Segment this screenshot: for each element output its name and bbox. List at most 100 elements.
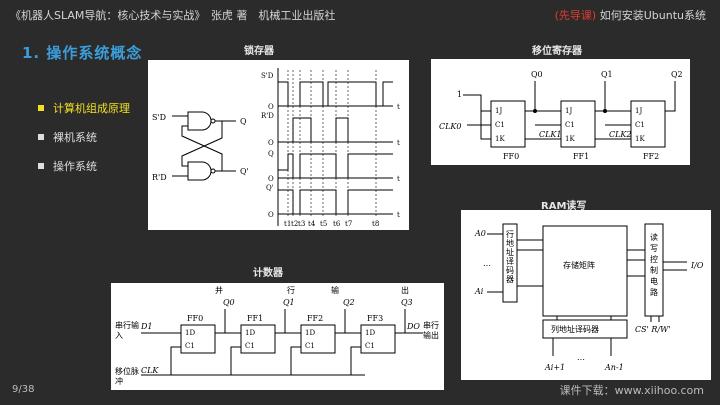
ram-matrix-label: 存储矩阵 [563, 260, 595, 270]
pin-label: C1 [565, 121, 575, 129]
page-number: 9/38 [12, 384, 35, 395]
wave-t: t [397, 211, 400, 219]
pin-label: 1D [365, 329, 375, 337]
counter-top-label: 输 [331, 285, 339, 295]
ram-addr-ai: Ai [474, 287, 484, 296]
wave-label-r: R'D [261, 112, 274, 120]
lesson-tag: (先导课) [554, 9, 597, 22]
lesson-title: 如何安装Ubuntu系统 [599, 9, 706, 22]
shift-output-q1: Q1 [601, 70, 613, 79]
counter-diagram: 并 行 输 出 Q0 Q1 Q2 Q3 FF0 FF1 FF2 FF3 D1 D… [111, 283, 444, 390]
shift-register-diagram: Q0 Q1 Q2 1 CLK0 CLK1 CLK2 FF0 FF1 FF2 1J… [431, 59, 690, 165]
topic-item-bare-metal[interactable]: 裸机系统 [38, 129, 130, 145]
pin-label: C1 [305, 342, 315, 350]
wave-zero: O [268, 139, 274, 147]
shift-clock-2: CLK2 [609, 130, 632, 139]
tick-label: t3 [298, 220, 305, 228]
tick-label: t5 [320, 220, 327, 228]
wave-zero: O [268, 211, 274, 219]
caption-shift-register: 移位寄存器 [532, 46, 582, 57]
topic-list: 计算机组成原理 裸机系统 操作系统 [38, 100, 130, 187]
pin-label: 1D [245, 329, 255, 337]
wave-t: t [397, 175, 400, 183]
ram-row-decoder-label: 行地址译码器 [506, 230, 514, 284]
caption-counter: 计数器 [253, 268, 283, 279]
pin-label: C1 [245, 342, 255, 350]
ram-addr-a0: A0 [474, 229, 486, 238]
download-link[interactable]: 课件下载：www.xiihoo.com [559, 384, 704, 397]
wave-label-qn: Q' [266, 184, 274, 192]
counter-top-label: 并 [215, 285, 223, 295]
ram-rw-label: 读写控制电路 [650, 233, 658, 297]
shift-clock-1: CLK1 [539, 130, 562, 139]
pin-label: C1 [365, 342, 375, 350]
shift-clock-label: CLK0 [439, 122, 462, 131]
bullet-icon [38, 105, 44, 111]
shift-input-one: 1 [457, 90, 462, 99]
latch-output-qn: Q' [240, 167, 249, 176]
counter-top-label: 行 [287, 285, 295, 295]
lesson-topic: (先导课) 如何安装Ubuntu系统 [555, 7, 706, 23]
pin-label: 1J [635, 107, 642, 115]
ram-col-decoder-label: 列地址译码器 [551, 324, 599, 334]
pin-label: C1 [495, 121, 505, 129]
pin-label: 1K [635, 135, 645, 143]
slide-title: 1. 操作系统概念 [22, 44, 143, 62]
wave-t: t [397, 103, 400, 111]
counter-ff2: FF2 [307, 314, 323, 323]
counter-ff0: FF0 [187, 314, 203, 323]
tick-label: t4 [308, 220, 316, 228]
tick-label: t2 [291, 220, 298, 228]
caption-ram: RAM读写 [541, 201, 587, 212]
counter-output-q0: Q0 [223, 298, 235, 307]
wave-label-s: S'D [261, 72, 274, 80]
topic-label: 裸机系统 [53, 131, 97, 144]
bullet-icon [38, 134, 44, 140]
topic-item-operating-system[interactable]: 操作系统 [38, 158, 130, 174]
topic-item-computer-organization[interactable]: 计算机组成原理 [38, 100, 130, 116]
counter-top-label: 出 [401, 285, 409, 295]
bullet-icon [38, 163, 44, 169]
counter-ff3: FF3 [367, 314, 383, 323]
latch-diagram: S'D R'D Q Q' S'D O R'D O Q O Q' O t t t … [148, 60, 409, 230]
wave-zero: O [268, 175, 274, 183]
pin-label: 1D [185, 329, 195, 337]
shift-output-q0: Q0 [531, 70, 543, 79]
shift-ff1: FF1 [573, 152, 589, 161]
pin-label: 1J [495, 107, 502, 115]
shift-ff2: FF2 [643, 152, 659, 161]
book-citation: 《机器人SLAM导航：核心技术与实战》 张虎 著 机械工业出版社 [10, 9, 336, 22]
ram-col-addr-start: Ai+1 [544, 363, 565, 372]
tick-label: t8 [372, 220, 379, 228]
ram-dots: … [483, 259, 491, 268]
counter-ff1: FF1 [247, 314, 263, 323]
tick-label: t7 [345, 220, 352, 228]
ram-diagram: A0 … Ai 存储矩阵 I/O CS' R/W' 列地址译码器 Ai+1 … … [461, 210, 711, 380]
ram-io-label: I/O [690, 261, 704, 270]
wave-t: t [397, 139, 400, 147]
counter-shift-pulse-label: 移位脉冲 [115, 367, 139, 386]
shift-ff0: FF0 [503, 152, 519, 161]
tick-label: t6 [333, 220, 341, 228]
counter-serial-in-label: 串行输入 [115, 321, 139, 340]
wave-label-q: Q [268, 150, 274, 158]
counter-output-d0: DO [406, 322, 420, 331]
wave-zero: O [268, 103, 274, 111]
pin-label: C1 [185, 342, 195, 350]
tick-label: t1 [284, 220, 291, 228]
pin-label: 1D [305, 329, 315, 337]
counter-output-q2: Q2 [343, 298, 355, 307]
latch-input-s: S'D [152, 113, 166, 122]
pin-label: 1K [565, 135, 575, 143]
ram-col-addr-end: An-1 [604, 363, 624, 372]
counter-input-d1: D1 [140, 322, 153, 331]
ram-dots: … [577, 353, 585, 362]
ram-control-label: CS' R/W' [635, 325, 670, 334]
topic-label: 操作系统 [53, 160, 97, 173]
latch-output-q: Q [240, 117, 247, 126]
counter-serial-out-label: 串行输出 [423, 321, 439, 340]
latch-input-r: R'D [152, 173, 167, 182]
pin-label: C1 [635, 121, 645, 129]
caption-latch: 锁存器 [244, 46, 274, 57]
pin-label: 1K [495, 135, 505, 143]
